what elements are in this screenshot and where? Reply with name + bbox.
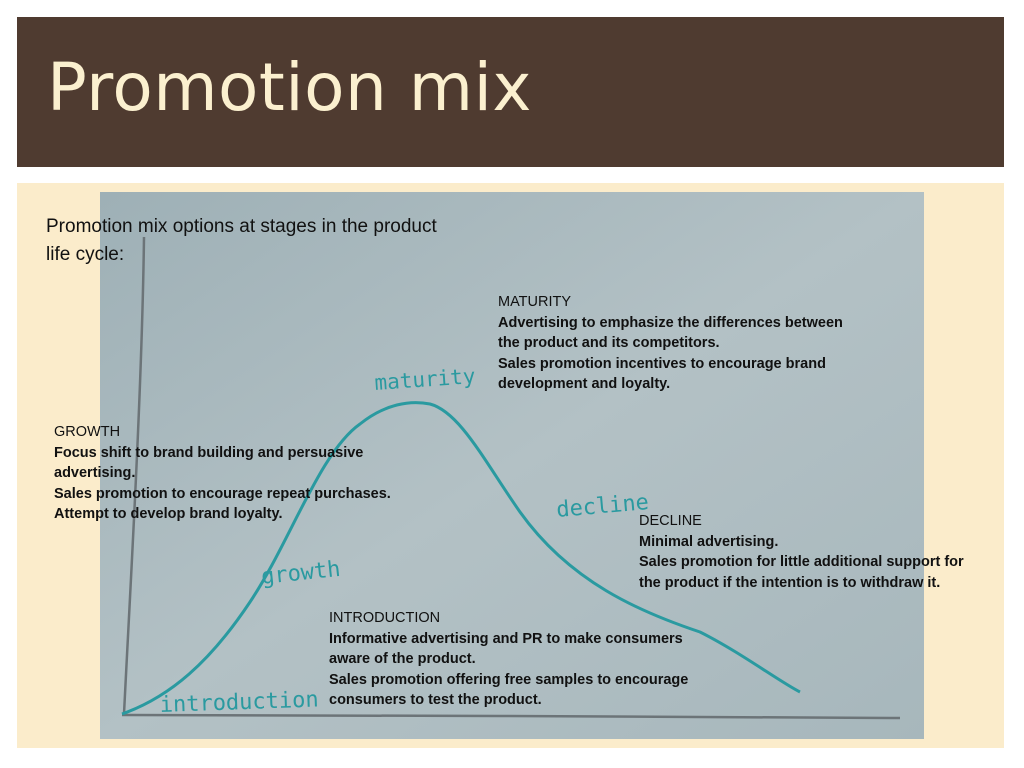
introduction-line: aware of the product. [329, 651, 476, 667]
growth-line: Focus shift to brand building and persua… [54, 444, 364, 461]
decline-line: Minimal advertising. [639, 533, 779, 550]
title-bar: Promotion mix [17, 17, 1004, 167]
maturity-line: Advertising to emphasize the differences… [498, 314, 843, 331]
decline-line: the product if the intention is to withd… [639, 574, 941, 591]
paper-background [100, 192, 924, 739]
maturity-line: development and loyalty. [498, 376, 671, 392]
lifecycle-curve [121, 401, 801, 716]
growth-block: GROWTH Focus shift to brand building and… [54, 422, 434, 525]
introduction-block: INTRODUCTION Informative advertising and… [329, 608, 729, 711]
introduction-heading: INTRODUCTION [329, 610, 441, 626]
maturity-line: Sales promotion incentives to encourage … [498, 355, 826, 372]
growth-heading: GROWTH [54, 424, 121, 440]
growth-line: advertising. [54, 465, 136, 481]
y-axis [122, 236, 146, 715]
introduction-line: consumers to test the product. [329, 692, 542, 708]
decline-heading: DECLINE [639, 513, 702, 529]
lifecycle-diagram: introduction growth maturity decline [100, 192, 924, 739]
growth-line: Attempt to develop brand loyalty. [54, 506, 283, 522]
x-axis [121, 713, 901, 720]
label-introduction: introduction [159, 687, 319, 718]
maturity-block: MATURITY Advertising to emphasize the di… [498, 292, 898, 395]
introduction-line: Informative advertising and PR to make c… [329, 630, 683, 647]
decline-block: DECLINE Minimal advertising. Sales promo… [639, 511, 1009, 593]
lifecycle-photo: introduction growth maturity decline [100, 192, 924, 739]
introduction-line: Sales promotion offering free samples to… [329, 671, 689, 688]
maturity-line: the product and its competitors. [498, 335, 720, 351]
maturity-heading: MATURITY [498, 294, 572, 310]
decline-line: Sales promotion for little additional su… [639, 554, 964, 570]
growth-line: Sales promotion to encourage repeat purc… [54, 485, 391, 502]
intro-text: Promotion mix options at stages in the p… [46, 216, 437, 265]
slide-title: Promotion mix [47, 49, 532, 126]
